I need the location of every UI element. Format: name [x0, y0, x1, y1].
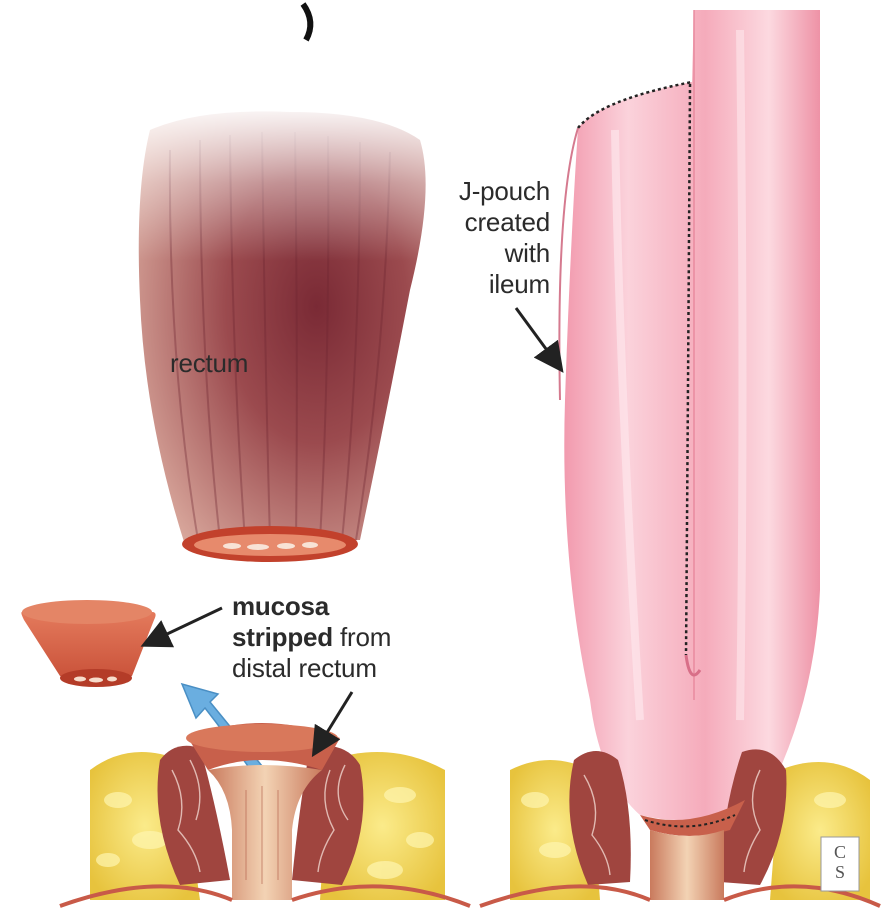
rectum-label-text: rectum — [170, 348, 248, 379]
mucosa-cuff-leader-arrow — [146, 608, 222, 644]
rectum-label: rectum — [170, 348, 248, 379]
jpouch-label-line4: ileum — [459, 269, 550, 300]
mucosa-label-bold2: stripped — [232, 622, 333, 652]
jpouch-leader-arrow — [516, 308, 560, 368]
jpouch-label-line2: created — [459, 207, 550, 238]
mucosa-label-line1: mucosa — [232, 591, 391, 622]
mucosa-label-rest2: from — [333, 622, 391, 652]
jpouch-label-line1: J-pouch — [459, 176, 550, 207]
jpouch-label-line3: with — [459, 238, 550, 269]
logo-letter-s: S — [835, 862, 845, 882]
mucosa-label-line3: distal rectum — [232, 653, 391, 684]
mucosa-cuff — [21, 600, 155, 687]
rectum-organ — [120, 100, 450, 562]
jpouch-label: J-pouch created with ileum — [459, 176, 550, 300]
mucosa-label-line2: stripped from — [232, 622, 391, 653]
copyright-logo: C S — [820, 836, 860, 892]
mucosa-label-bold1: mucosa — [232, 591, 329, 621]
cropped-title-fragment — [303, 4, 310, 40]
mucosa-label: mucosa stripped from distal rectum — [232, 591, 391, 684]
logo-letter-c: C — [834, 842, 846, 862]
jpouch-organ — [559, 10, 820, 820]
left-anal-canal — [60, 723, 470, 906]
